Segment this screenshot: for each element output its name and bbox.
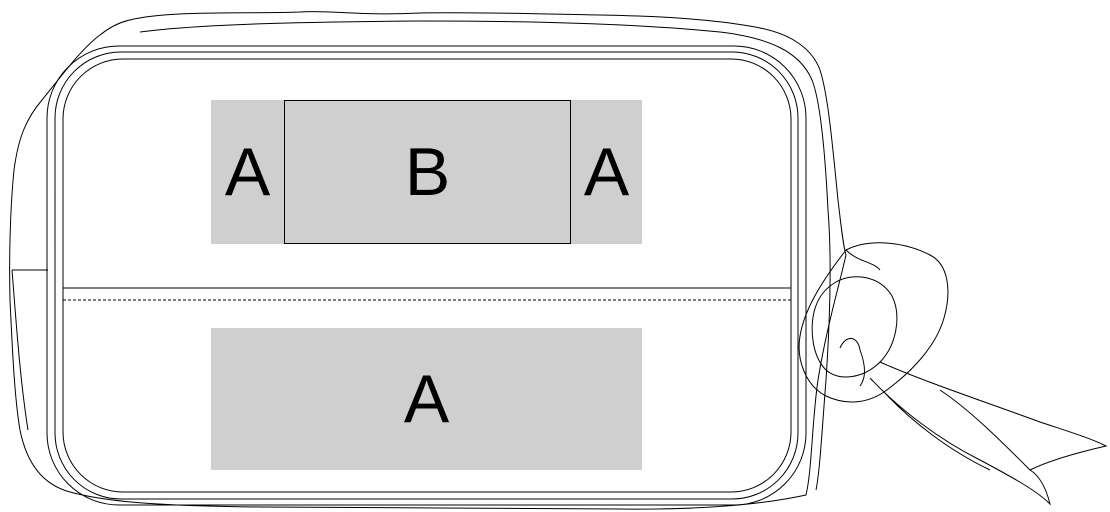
bow-fold-detail <box>839 249 881 387</box>
print-zone-b-top-center: B <box>284 100 571 244</box>
pouch-body-outer <box>46 45 807 506</box>
pouch-body-inner <box>62 58 792 493</box>
print-zone-a-bottom: A <box>211 328 642 470</box>
bow-ribbon-tail-lower <box>869 377 1051 506</box>
zone-label: A <box>403 361 450 437</box>
zone-label: A <box>224 134 271 210</box>
bow-loop-inner <box>811 276 898 378</box>
bow-ribbon-tail-upper <box>879 361 1108 471</box>
bow-loop-outer <box>798 242 949 403</box>
zone-label: A <box>583 134 630 210</box>
zipper-tape-outline <box>139 20 831 491</box>
pouch-body-middle <box>54 51 799 500</box>
print-zone-a-top-right: A <box>571 100 642 244</box>
left-side-seam <box>11 269 48 431</box>
print-zone-a-top-left: A <box>211 100 284 244</box>
pouch-outer-shell <box>9 11 847 510</box>
zone-label: B <box>404 134 451 210</box>
